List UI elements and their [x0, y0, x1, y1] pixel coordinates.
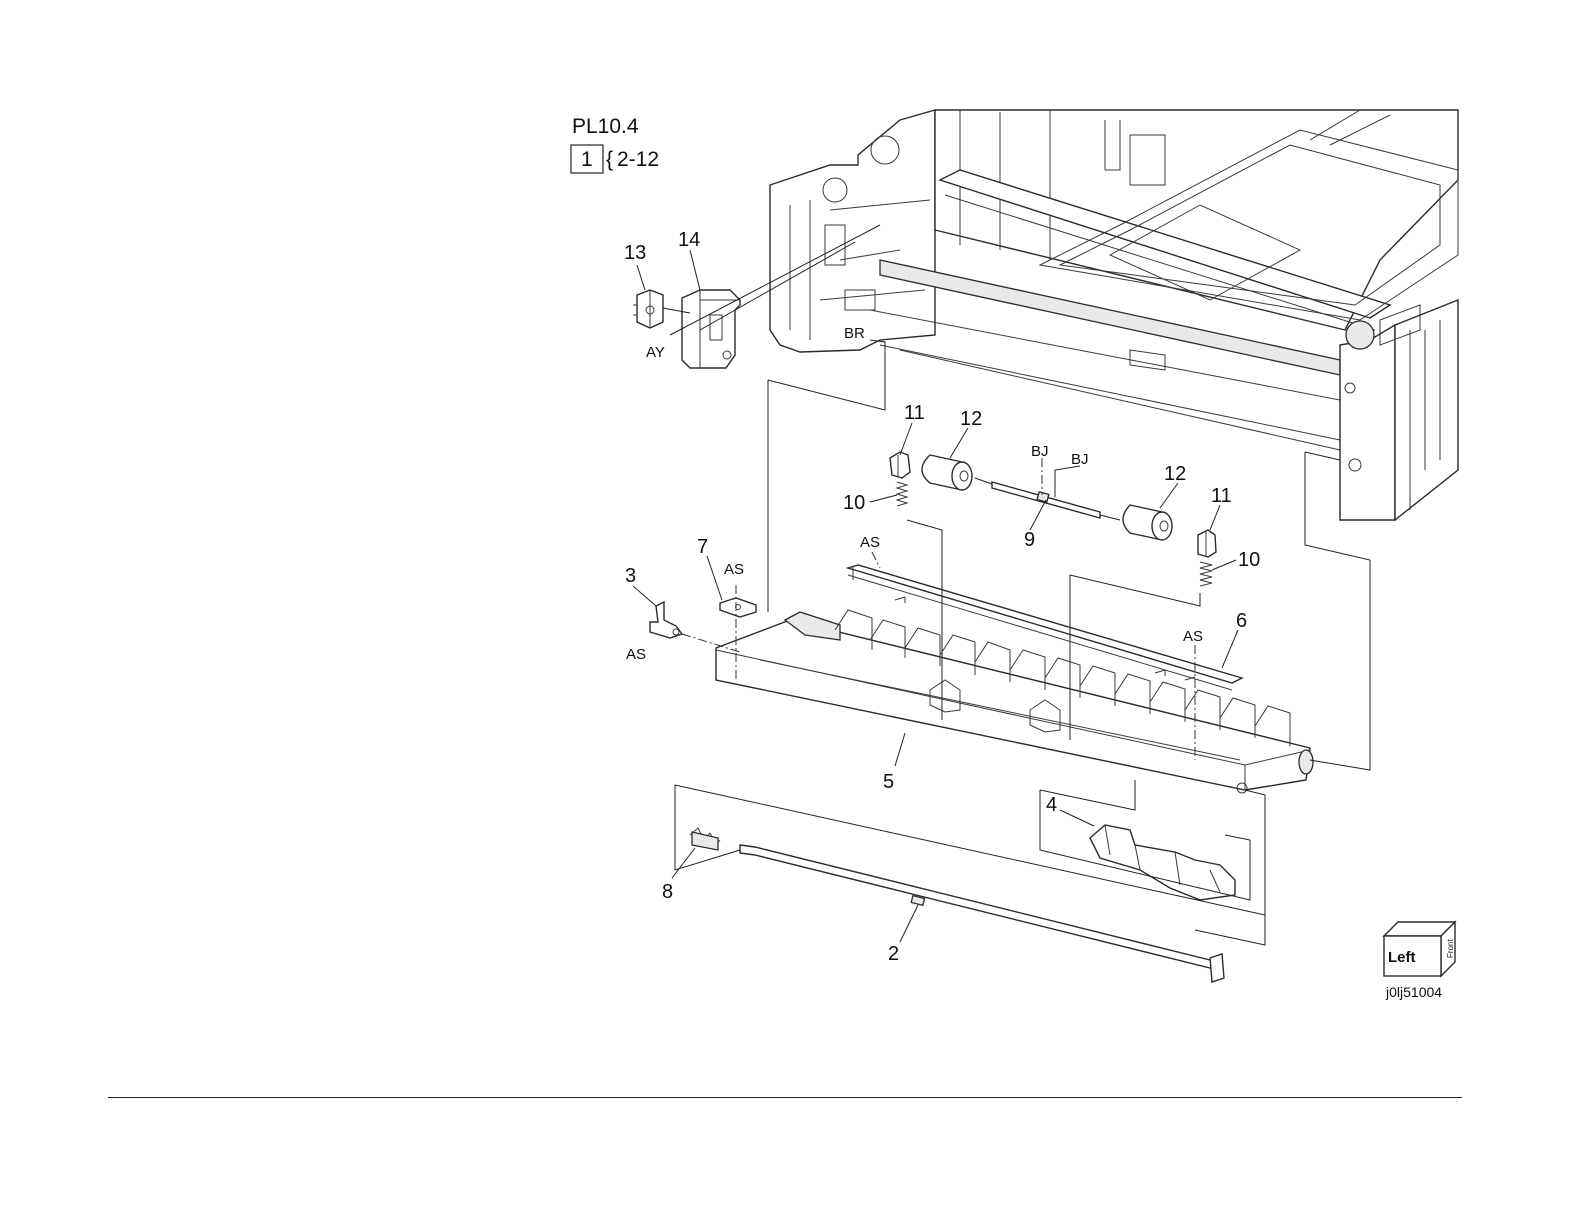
ref-ay: AY: [646, 344, 665, 361]
printer-frame: [770, 110, 1458, 520]
part-8-spring: [690, 828, 720, 850]
part-10-spring-left: [897, 482, 907, 506]
part-5-guide-assembly: [716, 610, 1313, 793]
part-13-switch: [633, 290, 663, 328]
part-10-spring-right: [1200, 562, 1212, 586]
part-4-cover: [1090, 825, 1235, 900]
callout-10-left: 10: [843, 492, 865, 514]
part-7-bracket: [720, 598, 756, 617]
callout-12-left: 12: [960, 408, 982, 430]
callout-7: 7: [697, 536, 708, 558]
assembly-brace: {: [606, 148, 613, 171]
footer-rule: [108, 1097, 1462, 1098]
callout-12-right: 12: [1164, 463, 1186, 485]
callout-2: 2: [888, 943, 899, 965]
callout-11-right: 11: [1211, 485, 1232, 507]
orientation-cube-icon: Left Front: [1384, 922, 1455, 976]
ref-bj-1: BJ: [1031, 443, 1049, 460]
callout-8: 8: [662, 881, 673, 903]
cube-left-label: Left: [1388, 949, 1416, 966]
ref-as-left: AS: [626, 646, 646, 663]
ref-br: BR: [844, 325, 865, 342]
callout-4: 4: [1046, 794, 1057, 816]
ref-as-bracket: AS: [724, 561, 744, 578]
callout-9: 9: [1024, 529, 1035, 551]
ref-bj-2: BJ: [1071, 451, 1089, 468]
callout-5: 5: [883, 771, 894, 793]
ref-as-top: AS: [860, 534, 880, 551]
callout-14: 14: [678, 229, 700, 251]
assembly-range: 2-12: [617, 148, 659, 171]
cube-front-label: Front: [1446, 939, 1455, 958]
ref-as-right: AS: [1183, 628, 1203, 645]
callout-10-right: 10: [1238, 549, 1260, 571]
part-11-bearing-right: [1198, 530, 1216, 557]
callout-13: 13: [624, 242, 646, 264]
plate-id: PL10.4: [572, 115, 639, 138]
figure-id: j0lj51004: [1385, 984, 1442, 1000]
callout-6: 6: [1236, 610, 1247, 632]
part-11-bearing-left: [890, 452, 910, 478]
part-12-roller-right: [1123, 505, 1172, 540]
assembly-number: 1: [581, 148, 593, 171]
part-3-clip: [650, 602, 682, 638]
callout-3: 3: [625, 565, 636, 587]
part-12-roller-left: [922, 455, 972, 490]
callout-11-left: 11: [904, 402, 925, 424]
part-14-cover: [682, 290, 740, 368]
